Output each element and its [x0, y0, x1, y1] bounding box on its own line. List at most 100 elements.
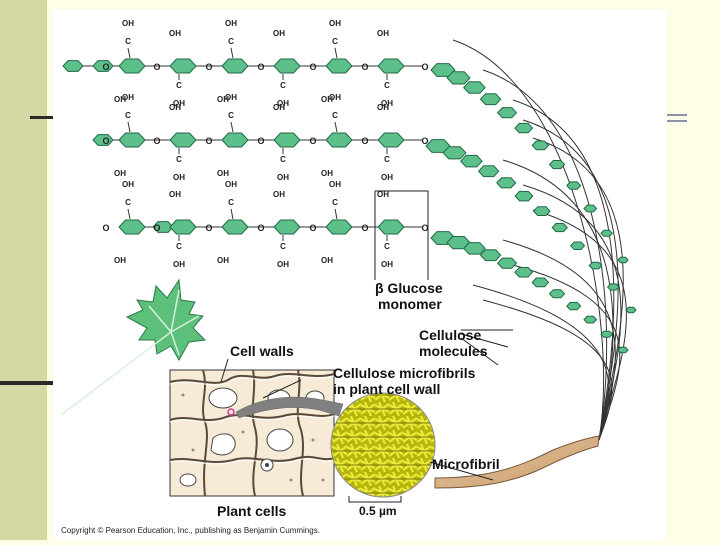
carbon-label: C	[176, 155, 182, 164]
microfibrils-label-line1: Cellulose microfibrils	[333, 365, 476, 381]
chain-hexagon	[514, 267, 534, 278]
microfibrils-label-line2: in plant cell wall	[333, 381, 440, 397]
oxygen-atom: O	[153, 62, 160, 72]
hydroxyl-label: OH	[381, 260, 393, 269]
carbon-label: C	[280, 242, 286, 251]
microfibril-label: Microfibril	[432, 456, 500, 472]
zoom-arrow	[235, 396, 344, 419]
leaf-illustration	[60, 278, 207, 416]
hydroxyl-label: OH	[377, 29, 389, 38]
hydroxyl-label: OH	[173, 260, 185, 269]
hydroxyl-label: OH	[122, 180, 134, 189]
glucose-ring	[273, 58, 301, 74]
hydroxyl-label: OH	[217, 95, 229, 104]
chain-hexagon	[531, 140, 550, 151]
strand-curve	[502, 159, 614, 441]
bond-line	[230, 208, 234, 220]
chain-hexagon	[152, 221, 174, 233]
chain-hexagon	[446, 71, 471, 85]
hydroxyl-label: OH	[225, 180, 237, 189]
microfibril-micrograph	[330, 392, 436, 498]
glucose-ring	[169, 58, 197, 74]
glucose-ring	[118, 58, 146, 74]
glucose-ring	[377, 219, 405, 235]
hydroxyl-label: OH	[114, 169, 126, 178]
strand-curve	[512, 99, 615, 441]
oxygen-atom: O	[309, 62, 316, 72]
chain-hexagon	[588, 261, 603, 270]
chain-hexagon	[463, 81, 486, 94]
strand-curve	[482, 299, 613, 441]
carbon-label: C	[332, 111, 338, 120]
right-rule-deco	[667, 114, 687, 122]
oxygen-atom: O	[361, 62, 368, 72]
left-decor-band	[0, 0, 47, 540]
chain-hexagon	[479, 93, 502, 106]
leader-lines	[220, 329, 513, 481]
oxygen-atom: O	[309, 223, 316, 233]
oxygen-atom: O	[257, 223, 264, 233]
oxygen-atom: O	[205, 223, 212, 233]
cellulose-chains	[425, 63, 637, 354]
hydroxyl-label: OH	[377, 190, 389, 199]
glucose-ring	[273, 132, 301, 148]
chain-hexagon	[566, 301, 582, 311]
hydroxyl-label: OH	[277, 260, 289, 269]
hydroxyl-label: OH	[273, 103, 285, 112]
bond-line	[230, 47, 234, 59]
chain-hexagon	[531, 277, 550, 288]
chain-hexagon	[600, 229, 613, 237]
chain-hexagon	[62, 60, 84, 72]
chain-hexagon	[600, 330, 613, 338]
chain-hexagon	[496, 257, 518, 269]
glucose-ring	[221, 58, 249, 74]
glucose-label-line1: β Glucose	[375, 280, 443, 296]
hydroxyl-label: OH	[377, 103, 389, 112]
glucose-ring	[377, 58, 405, 74]
chain-hexagon	[551, 223, 568, 233]
chain-hexagon	[566, 181, 582, 190]
bond-line	[334, 47, 338, 59]
oxygen-atom: O	[309, 136, 316, 146]
chain-hexagon	[570, 241, 586, 250]
hydroxyl-label: OH	[273, 190, 285, 199]
oxygen-atom: O	[421, 136, 428, 146]
glucose-monomer-bracket	[374, 190, 429, 280]
scale-label: 0.5 µm	[359, 504, 397, 518]
oxygen-atom: O	[153, 136, 160, 146]
oxygen-atom: O	[257, 62, 264, 72]
figure-canvas: O OH C OH O OH C OH O OH C OH O OH C OH O OH C OH O OH C OH O O OH…	[60, 19, 637, 535]
carbon-label: C	[125, 198, 131, 207]
glucose-ring	[169, 132, 197, 148]
carbon-label: C	[125, 37, 131, 46]
carbon-label: C	[228, 37, 234, 46]
oxygen-atom: O	[102, 136, 109, 146]
chain-hexagon	[606, 283, 620, 291]
oxygen-atom: O	[102, 62, 109, 72]
hydroxyl-label: OH	[321, 256, 333, 265]
atom-labels: O OH C OH O OH C OH O OH C OH O OH C OH O OH C OH O OH C OH O O OH…	[102, 19, 428, 269]
carbon-label: C	[176, 81, 182, 90]
hydroxyl-label: OH	[122, 19, 134, 28]
microfibril-tail	[434, 435, 600, 489]
chain-hexagon	[514, 122, 534, 134]
hydroxyl-label: OH	[381, 173, 393, 182]
hydroxyl-label: OH	[381, 99, 393, 108]
chain-hexagon	[92, 134, 114, 146]
hydroxyl-label: OH	[329, 93, 341, 102]
oxygen-atom: O	[421, 62, 428, 72]
glucose-ring	[325, 58, 353, 74]
chain-hexagon	[583, 315, 598, 324]
oxygen-atom: O	[361, 136, 368, 146]
hydroxyl-label: OH	[329, 180, 341, 189]
hydroxyl-label: OH	[277, 99, 289, 108]
carbon-label: C	[176, 242, 182, 251]
hydroxyl-label: OH	[321, 95, 333, 104]
carbon-label: C	[332, 37, 338, 46]
chain-hexagon	[617, 346, 629, 354]
oxygen-atom: O	[361, 223, 368, 233]
cellulose-figure: O OH C OH O OH C OH O OH C OH O OH C OH O OH C OH O OH C OH O O OH…	[53, 10, 667, 540]
chain-hexagon	[514, 190, 534, 202]
hydroxyl-label: OH	[217, 169, 229, 178]
hydroxyl-label: OH	[329, 19, 341, 28]
